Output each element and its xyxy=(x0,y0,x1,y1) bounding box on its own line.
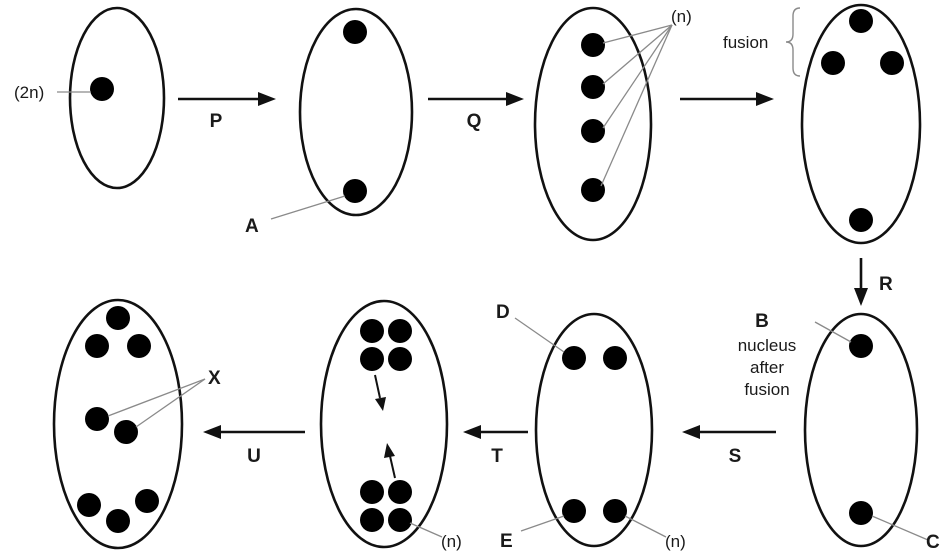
cell-outline xyxy=(800,3,922,245)
cell-stage-3 xyxy=(533,6,653,242)
nucleus-B xyxy=(849,334,873,358)
nucleus-C xyxy=(849,501,873,525)
label-2n: (2n) xyxy=(14,83,44,102)
fusion-brace xyxy=(785,7,801,77)
label-fusion: fusion xyxy=(723,33,768,52)
arrow-Q xyxy=(428,92,524,106)
cell-outline xyxy=(803,312,919,548)
label-X: X xyxy=(208,368,221,389)
arrow-label-P: P xyxy=(210,111,223,132)
leader-n-stage-7 xyxy=(409,522,443,538)
nucleus-D xyxy=(562,346,586,370)
nucleus xyxy=(388,347,412,371)
cell-stage-5 xyxy=(803,312,919,548)
arrow-S xyxy=(682,425,776,439)
leader-C xyxy=(871,515,929,541)
nucleus xyxy=(581,178,605,202)
nucleus xyxy=(360,508,384,532)
cell-stage-7 xyxy=(319,299,449,549)
label-B: B xyxy=(755,311,769,332)
label-C: C xyxy=(926,532,940,553)
nucleus-E xyxy=(562,499,586,523)
nucleus xyxy=(603,499,627,523)
nucleus xyxy=(581,75,605,99)
cell-outline xyxy=(319,299,449,549)
nucleus xyxy=(135,489,159,513)
nucleus xyxy=(388,319,412,343)
arrow-P xyxy=(178,92,276,106)
leaders-n-stage-3 xyxy=(600,24,673,187)
nucleus xyxy=(85,334,109,358)
cell-stage-4 xyxy=(800,3,922,245)
leaders-X xyxy=(107,378,206,428)
label-D: D xyxy=(496,302,510,323)
label-nucleus-after-fusion-3: fusion xyxy=(744,380,789,399)
cell-stage-6 xyxy=(534,312,654,548)
nucleus-X xyxy=(85,407,109,431)
label-nucleus-after-fusion-1: nucleus xyxy=(738,336,797,355)
nucleus xyxy=(849,9,873,33)
leader-E xyxy=(520,515,565,532)
cell-stage-2 xyxy=(298,7,414,217)
nucleus xyxy=(603,346,627,370)
nucleus-2n xyxy=(90,77,114,101)
arrow-stage-3-to-4 xyxy=(680,92,774,106)
nucleus xyxy=(388,508,412,532)
cell-outline xyxy=(298,7,414,217)
cell-stage-8 xyxy=(52,298,184,550)
nucleus xyxy=(388,480,412,504)
cell-stage-1 xyxy=(68,6,166,190)
nucleus xyxy=(77,493,101,517)
nucleus xyxy=(360,319,384,343)
nucleus xyxy=(106,509,130,533)
label-nucleus-after-fusion-2: after xyxy=(750,358,784,377)
arrow-R xyxy=(854,258,868,306)
cell-outline xyxy=(534,312,654,548)
label-n-stage-3: (n) xyxy=(671,7,692,26)
arrow-label-R: R xyxy=(879,274,893,295)
leader-B xyxy=(814,321,852,343)
arrow-T xyxy=(463,425,528,439)
migration-arrow-down xyxy=(374,374,386,411)
nucleus xyxy=(343,20,367,44)
arrow-label-T: T xyxy=(491,446,503,467)
cell-outline xyxy=(68,6,166,190)
label-E: E xyxy=(500,531,513,552)
nucleus xyxy=(360,347,384,371)
label-n-stage-7: (n) xyxy=(441,532,462,551)
nucleus xyxy=(360,480,384,504)
leader-A xyxy=(270,195,346,220)
migration-arrow-up xyxy=(384,443,396,479)
nucleus xyxy=(849,208,873,232)
nucleus xyxy=(581,119,605,143)
nucleus xyxy=(581,33,605,57)
nucleus xyxy=(106,306,130,330)
arrow-U xyxy=(203,425,305,439)
arrow-label-S: S xyxy=(729,446,742,467)
arrow-label-Q: Q xyxy=(467,111,482,132)
leader-D xyxy=(514,317,565,353)
nucleus-X xyxy=(114,420,138,444)
nucleus xyxy=(127,334,151,358)
nucleus xyxy=(821,51,845,75)
label-A: A xyxy=(245,216,259,237)
label-n-stage-6: (n) xyxy=(665,532,686,551)
nucleus-A xyxy=(343,179,367,203)
leader-n-stage-6 xyxy=(624,515,667,538)
arrow-label-U: U xyxy=(247,446,261,467)
nucleus xyxy=(880,51,904,75)
